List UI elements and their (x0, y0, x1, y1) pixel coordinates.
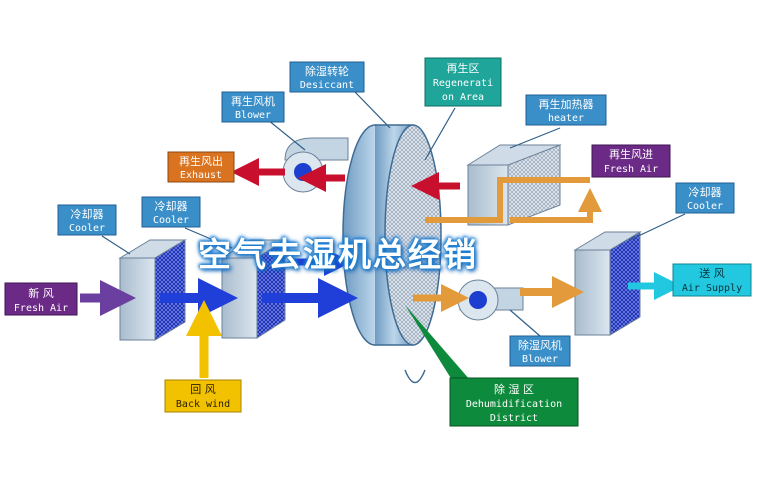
svg-text:Air Supply: Air Supply (682, 283, 742, 294)
cooler-3 (573, 231, 642, 336)
label-regen-fresh: 再生风进 Fresh Air (591, 144, 671, 178)
regen-heater (466, 144, 562, 226)
cooler-2 (220, 239, 287, 339)
svg-text:District: District (490, 413, 538, 424)
svg-text:Fresh Air: Fresh Air (604, 164, 658, 175)
svg-text:heater: heater (548, 113, 584, 124)
label-dehum-blower: 除湿风机 Blower (509, 335, 571, 367)
label-cooler-3: 冷却器 Cooler (675, 182, 735, 214)
svg-text:再生风出: 再生风出 (179, 154, 223, 168)
airflow-arrows (80, 158, 682, 378)
label-regen-area: 再生区 Regenerati on Area (424, 57, 502, 107)
svg-text:除湿转轮: 除湿转轮 (305, 64, 349, 78)
svg-text:Fresh Air: Fresh Air (14, 303, 68, 314)
label-fresh-air: 新 风 Fresh Air (4, 282, 78, 316)
svg-text:除 湿 区: 除 湿 区 (494, 382, 534, 396)
district-pointer (405, 305, 470, 380)
svg-text:冷却器: 冷却器 (689, 186, 722, 199)
label-regen-blower: 再生风机 Blower (221, 91, 285, 123)
label-air-supply: 送 风 Air Supply (672, 263, 752, 297)
label-back-wind: 回 风 Back wind (164, 379, 242, 413)
svg-text:再生加热器: 再生加热器 (539, 97, 594, 111)
svg-text:Cooler: Cooler (69, 223, 105, 234)
svg-text:Cooler: Cooler (153, 215, 189, 226)
label-cooler-2: 冷却器 Cooler (141, 196, 201, 228)
svg-text:Blower: Blower (235, 110, 271, 121)
svg-text:再生区: 再生区 (447, 61, 480, 75)
label-regen-heater: 再生加热器 heater (525, 94, 607, 126)
label-dehum-district: 除 湿 区 Dehumidification District (449, 377, 579, 427)
regen-fresh-up-arrow (510, 188, 602, 223)
label-exhaust: 再生风出 Exhaust (167, 151, 235, 183)
watermark-title: 空气去湿机总经销 (198, 235, 478, 274)
svg-text:冷却器: 冷却器 (155, 200, 188, 213)
svg-text:Regenerati: Regenerati (433, 78, 493, 89)
svg-text:再生风机: 再生风机 (231, 94, 275, 108)
rotation-arrow-icon (404, 369, 426, 384)
svg-text:on Area: on Area (442, 92, 484, 103)
svg-text:回 风: 回 风 (190, 383, 216, 396)
svg-text:Cooler: Cooler (687, 201, 723, 212)
svg-text:再生风进: 再生风进 (609, 147, 653, 161)
svg-text:Exhaust: Exhaust (180, 170, 222, 181)
callout-leaders (101, 91, 686, 337)
svg-text:除湿风机: 除湿风机 (518, 338, 562, 352)
svg-text:Desiccant: Desiccant (300, 80, 354, 91)
svg-text:送 风: 送 风 (699, 266, 725, 280)
label-desiccant: 除湿转轮 Desiccant (289, 61, 365, 93)
svg-text:Back wind: Back wind (176, 399, 230, 410)
label-cooler-1: 冷却器 Cooler (57, 204, 117, 236)
regen-blower-fan (282, 137, 349, 193)
svg-text:Dehumidification: Dehumidification (466, 399, 562, 410)
regen-fresh-duct (425, 177, 590, 223)
dehum-blower-fan (457, 279, 524, 321)
cooler-1 (118, 239, 187, 341)
svg-text:Blower: Blower (522, 354, 558, 365)
svg-text:新 风: 新 风 (28, 286, 54, 300)
svg-text:冷却器: 冷却器 (71, 208, 104, 221)
